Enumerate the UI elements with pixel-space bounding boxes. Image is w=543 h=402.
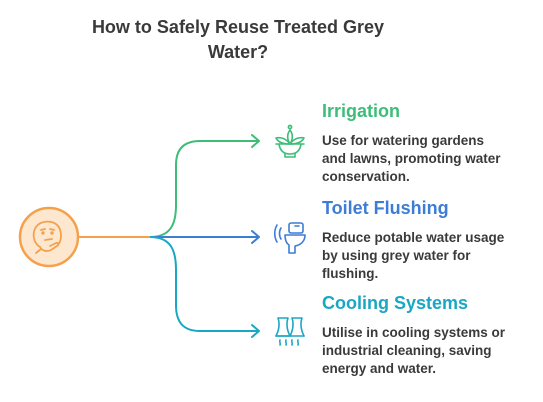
- irrigation-desc-line-2: and lawns, promoting water: [322, 151, 501, 166]
- toilet-desc-line-3: flushing.: [322, 266, 379, 281]
- cooling-desc-line-1: Utilise in cooling systems or: [322, 325, 506, 340]
- diagram-title-line-1: How to Safely Reuse Treated Grey: [91, 17, 385, 37]
- irrigation-description: Use for watering gardens and lawns, prom…: [322, 132, 537, 186]
- connector-cooling: [149, 236, 258, 332]
- cooling-desc-line-2: industrial cleaning, saving: [322, 343, 492, 358]
- cooling-systems-description: Utilise in cooling systems or industrial…: [322, 324, 537, 378]
- toilet-flushing-description: Reduce potable water usage by using grey…: [322, 229, 537, 283]
- diagram-title: How to Safely Reuse Treated Grey Water?: [60, 15, 416, 65]
- toilet-flushing-title: Toilet Flushing: [322, 198, 449, 218]
- irrigation-desc-line-1: Use for watering gardens: [322, 133, 485, 148]
- cooling-systems-title: Cooling Systems: [322, 293, 469, 313]
- diagram-title-line-2: Water?: [207, 42, 269, 62]
- toilet-desc-line-1: Reduce potable water usage: [322, 230, 505, 245]
- center-node: [18, 206, 80, 268]
- arrowhead-irrigation: [251, 134, 260, 148]
- toilet-desc-line-2: by using grey water for: [322, 248, 471, 263]
- toilet-icon: [273, 222, 306, 254]
- cooling-desc-line-3: energy and water.: [322, 361, 437, 376]
- arrowhead-toilet: [251, 230, 260, 244]
- cooling-tower-icon: [275, 317, 305, 346]
- connector-irrigation: [149, 140, 258, 238]
- thinking-face-icon: [32, 220, 62, 254]
- irrigation-title: Irrigation: [322, 101, 401, 121]
- arrowhead-cooling: [251, 324, 260, 338]
- irrigation-desc-line-3: conservation.: [322, 169, 410, 184]
- potted-plant-icon: [275, 124, 305, 158]
